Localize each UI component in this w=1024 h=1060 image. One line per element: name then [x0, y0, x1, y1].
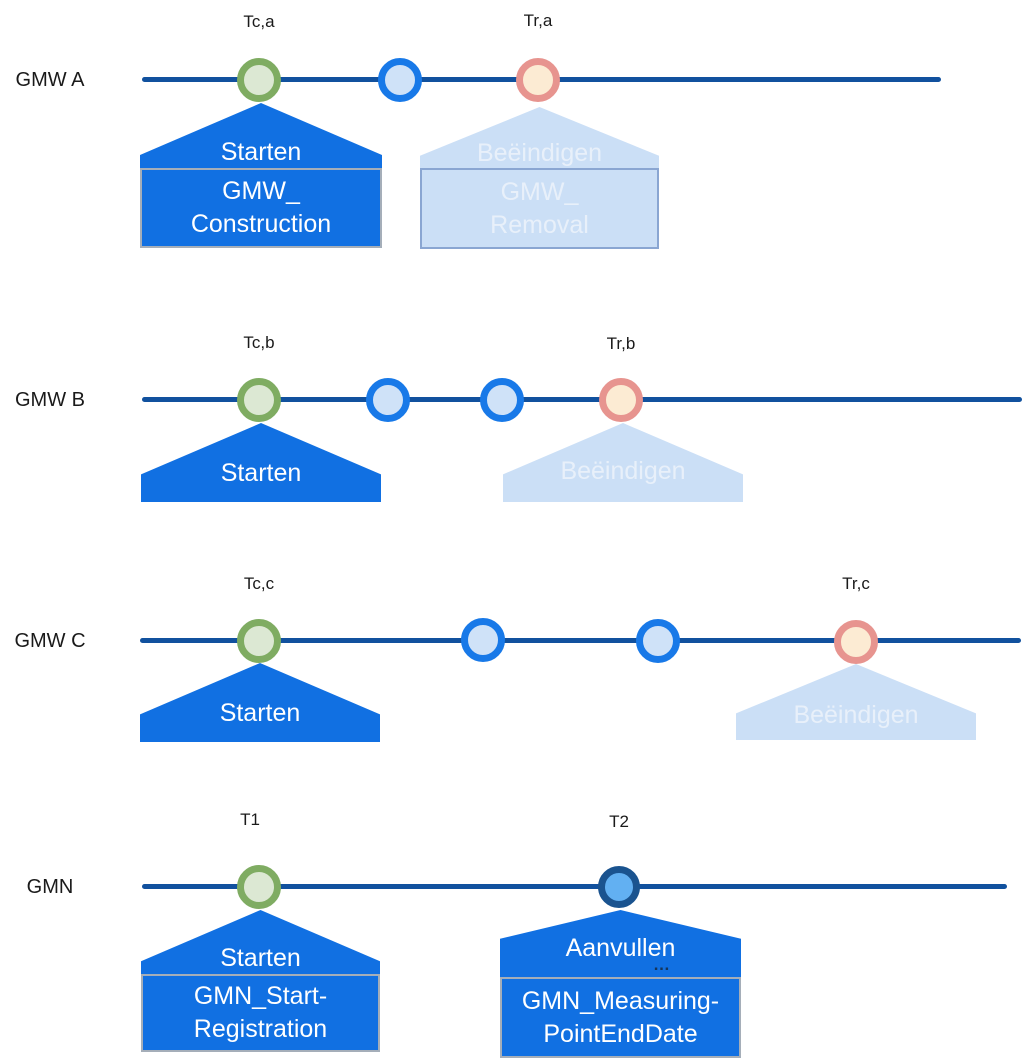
timeline-line	[142, 884, 1007, 889]
timeline-line	[142, 397, 1022, 402]
marker-removal-icon	[599, 378, 643, 422]
marker-event-icon	[636, 619, 680, 663]
marker-supplement-icon	[598, 866, 640, 908]
callout-box-line: GMW_	[500, 177, 579, 206]
marker-removal-icon	[834, 620, 878, 664]
callout-box-line: Removal	[490, 210, 589, 239]
callout-box: GMW_ Removal	[420, 168, 659, 249]
callout-box: GMW_ Construction	[140, 168, 382, 248]
callout-title: Starten	[220, 459, 302, 487]
callout-box-line: GMN_Start-	[193, 982, 328, 1010]
callout-box-line: Construction	[190, 210, 332, 238]
time-label-trb: Tr,b	[606, 334, 636, 353]
marker-event-icon	[378, 58, 422, 102]
row-label: GMW C	[14, 630, 86, 652]
callout-title: Starten	[220, 944, 301, 972]
time-label-t1: T1	[240, 810, 260, 829]
callout-box: GMN_Measuring- PointEndDate	[500, 977, 741, 1058]
row-label: GMN	[26, 876, 74, 898]
ellipsis-label: …	[653, 955, 673, 974]
callout-title: Beëindigen	[476, 139, 603, 167]
callout-box-line: Registration	[193, 1015, 328, 1043]
callout-title: Aanvullen	[565, 934, 676, 962]
row-label: GMW A	[15, 69, 85, 91]
time-label-tca: Tc,a	[243, 12, 275, 31]
callout-title: Beëindigen	[793, 701, 919, 729]
callout-box: GMN_Start- Registration	[141, 974, 380, 1052]
marker-construction-icon	[237, 58, 281, 102]
callout-title: Starten	[220, 138, 302, 166]
callout-title: Beëindigen	[560, 457, 686, 485]
time-label-tcb: Tc,b	[243, 333, 275, 352]
row-label: GMW B	[15, 389, 85, 411]
marker-start-icon	[237, 865, 281, 909]
callout-box-line: GMW_	[222, 177, 300, 205]
callout-box-line: GMN_Measuring-	[521, 986, 720, 1015]
timeline-line	[140, 638, 1021, 643]
time-label-trc: Tr,c	[842, 574, 870, 593]
marker-event-icon	[461, 618, 505, 662]
callout-title: Starten	[219, 699, 301, 727]
marker-event-icon	[480, 378, 524, 422]
marker-event-icon	[366, 378, 410, 422]
callout-box-line: PointEndDate	[543, 1019, 698, 1048]
time-label-tcc: Tc,c	[243, 574, 275, 593]
time-label-tra: Tr,a	[523, 11, 553, 30]
marker-construction-icon	[237, 619, 281, 663]
marker-removal-icon	[516, 58, 560, 102]
time-label-t2: T2	[609, 812, 629, 831]
marker-construction-icon	[237, 378, 281, 422]
